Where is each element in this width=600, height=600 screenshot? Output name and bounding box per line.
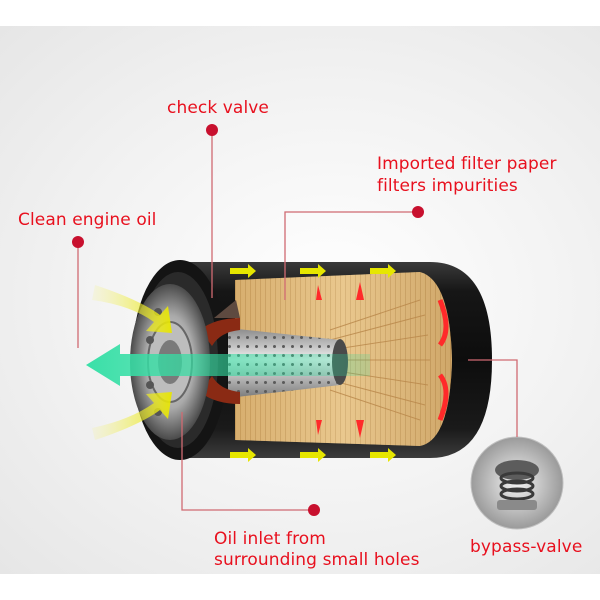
oil-inlet-label-line2: surrounding small holes (214, 550, 420, 570)
bypass-valve-label: bypass-valve (470, 537, 583, 557)
bypass-valve-inset (470, 436, 564, 530)
oil-inlet-label-line1: Oil inlet from (214, 529, 326, 549)
filter-paper-label-line2: filters impurities (377, 176, 518, 196)
check-valve-part (200, 300, 240, 404)
filter-paper-label-line1: Imported filter paper (377, 154, 557, 174)
clean-oil-label: Clean engine oil (18, 210, 157, 230)
check-valve-label: check valve (167, 98, 269, 118)
outflow-arrow (86, 344, 370, 386)
flow-arrow-icons (230, 264, 449, 462)
leader-lines (77, 130, 518, 511)
inflow-arrows (92, 285, 172, 440)
dot-marker-icons (72, 124, 424, 516)
